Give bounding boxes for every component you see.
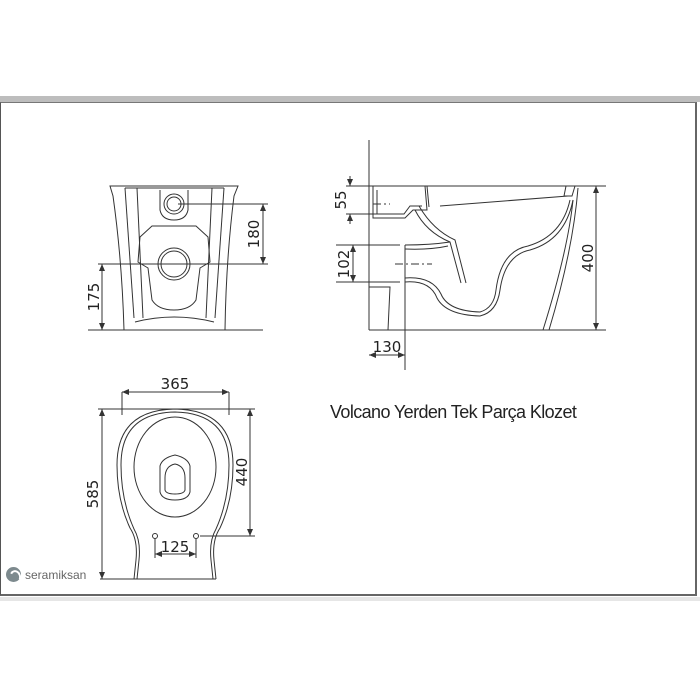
dim-365: 365 <box>161 375 190 393</box>
top-view <box>98 389 255 580</box>
dim-175: 175 <box>85 283 103 312</box>
front-view <box>88 185 268 331</box>
dim-130: 130 <box>373 338 402 356</box>
dim-400: 400 <box>579 244 597 273</box>
product-title: Volcano Yerden Tek Parça Klozet <box>330 402 577 422</box>
seramiksan-logo-icon <box>6 567 21 582</box>
dim-55: 55 <box>332 190 350 209</box>
frame-top-bar <box>0 96 700 102</box>
side-view <box>336 140 606 370</box>
dim-102: 102 <box>335 250 353 279</box>
dim-125: 125 <box>161 538 190 556</box>
dim-585: 585 <box>84 480 102 509</box>
brand-name: seramiksan <box>25 567 87 582</box>
dim-180: 180 <box>245 220 263 249</box>
dim-440: 440 <box>233 458 251 487</box>
drawing-frame <box>0 102 697 596</box>
brand-logo: seramiksan <box>6 567 86 582</box>
frame-bottom-bar <box>0 597 700 601</box>
